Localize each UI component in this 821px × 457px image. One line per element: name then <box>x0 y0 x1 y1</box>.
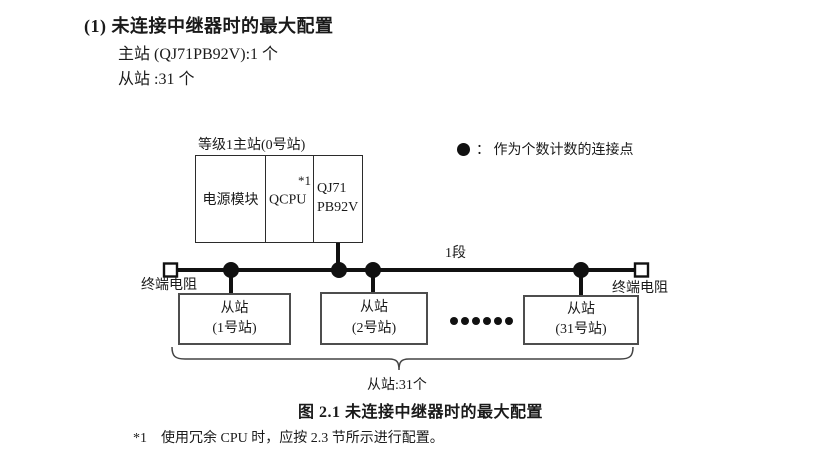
figure-caption: 图 2.1 未连接中继器时的最大配置 <box>298 404 544 421</box>
connection-dot <box>365 262 381 278</box>
slaves-brace <box>171 346 634 371</box>
connection-dot <box>331 262 347 278</box>
connection-dot-icon <box>457 142 470 156</box>
section-heading: (1) 未连接中继器时的最大配置 <box>84 16 334 36</box>
terminator-label-right: 终端电阻 <box>612 281 668 296</box>
footnote-text: 使用冗余 CPU 时，应按 2.3 节所示进行配置。 <box>161 431 444 446</box>
master-station-box: 电源模块 *1 QCPU QJ71 PB92V <box>195 155 363 243</box>
slave-station-number: (31号站) <box>555 322 607 337</box>
segment-label: 1段 <box>445 246 466 261</box>
slave-station-label: 从站 <box>567 301 595 317</box>
slave-station-label: 从站 <box>220 300 249 316</box>
pb92v-module-label: QJ71 PB92V <box>317 181 359 215</box>
slave-station-1-box: 从站 (1号站) <box>178 293 291 345</box>
cpu-module-label: QCPU <box>269 192 307 208</box>
cpu-footnote-marker: *1 <box>298 173 311 188</box>
spec-slave-count: 从站 :31 个 <box>118 71 195 88</box>
power-module-label: 电源模块 <box>202 193 259 208</box>
slave-station-31-box: 从站 (31号站) <box>523 295 639 345</box>
legend: ： 作为个数计数的连接点 <box>457 139 634 159</box>
connection-dot <box>573 262 589 278</box>
spec-master-count: 主站 (QJ71PB92V):1 个 <box>118 46 279 63</box>
slaves-total-label: 从站:31个 <box>367 378 427 393</box>
footnote-marker: *1 <box>133 431 147 446</box>
cpu-module-cell: *1 QCPU <box>266 156 314 242</box>
ellipsis-dots <box>450 317 513 325</box>
slave-station-number: (2号站) <box>351 320 397 336</box>
terminator-square-right <box>633 262 650 278</box>
connection-dot <box>223 262 239 278</box>
slave-station-2-box: 从站 (2号站) <box>320 292 428 345</box>
slave-station-label: 从站 <box>360 300 388 316</box>
footnote: *1 使用冗余 CPU 时，应按 2.3 节所示进行配置。 <box>133 427 444 447</box>
master-station-label: 等级1主站(0号站) <box>198 138 306 153</box>
terminator-label-left: 终端电阻 <box>141 278 197 293</box>
slave-station-number: (1号站) <box>212 321 257 336</box>
legend-label: ： 作为个数计数的连接点 <box>476 143 634 158</box>
power-module-cell: 电源模块 <box>196 156 266 242</box>
pb92v-module-cell: QJ71 PB92V <box>314 156 362 242</box>
